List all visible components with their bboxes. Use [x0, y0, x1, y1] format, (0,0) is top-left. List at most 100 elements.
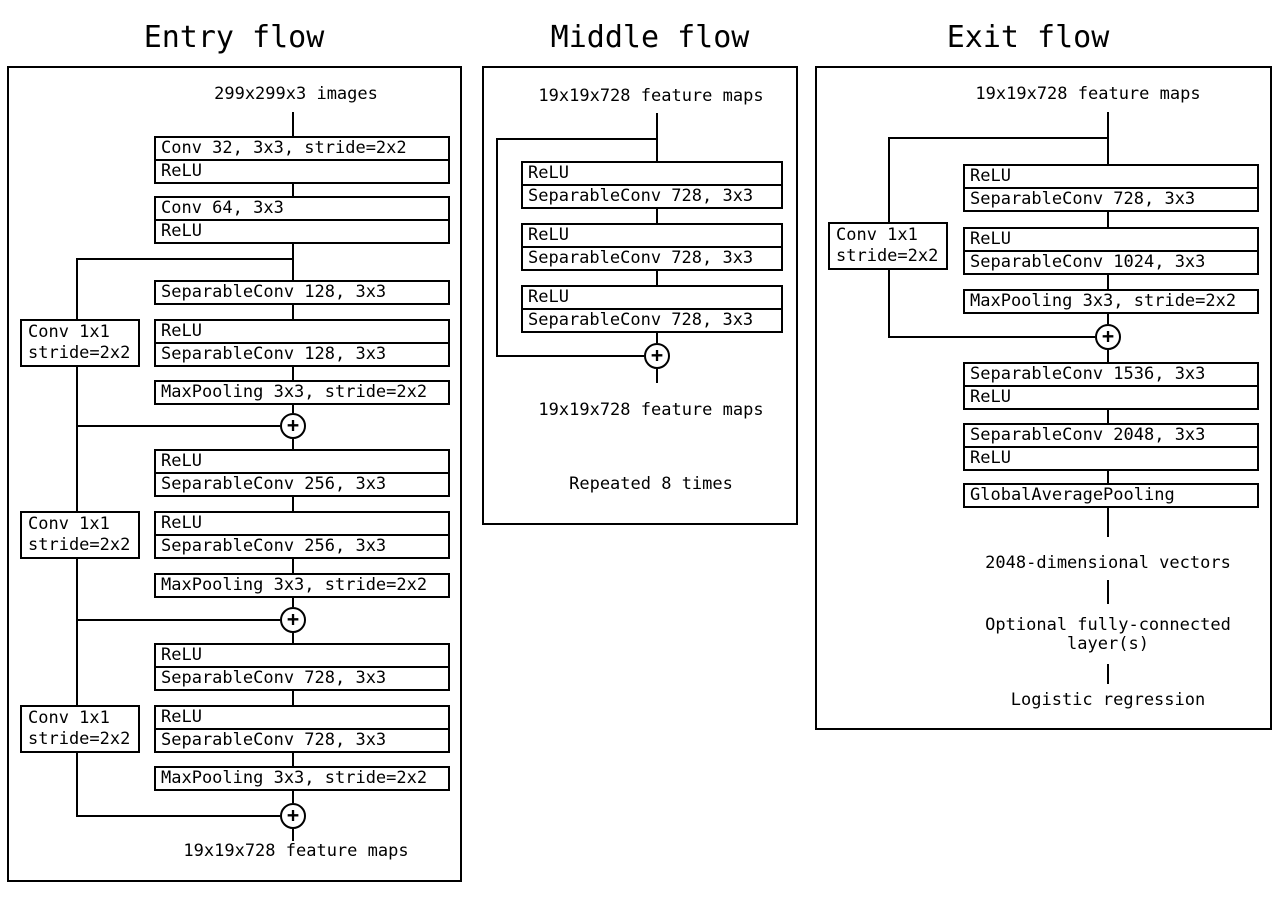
middle-repeat-note: Repeated 8 times	[569, 474, 733, 494]
skip-conv-box: Conv 1x1 stride=2x2	[20, 319, 140, 367]
skip-merge-line	[889, 336, 1095, 338]
skip-conv-box: Conv 1x1 stride=2x2	[20, 511, 140, 559]
skip-branch-line	[497, 138, 657, 140]
layer-box: MaxPooling 3x3, stride=2x2	[154, 573, 450, 598]
layer-row: ReLU	[528, 225, 569, 245]
connector-line	[1107, 664, 1109, 684]
add-icon: +	[280, 803, 306, 829]
skip-rail-line	[888, 137, 890, 222]
connector-line	[656, 271, 658, 285]
skip-rail-line	[76, 559, 78, 705]
entry-flow-title: Entry flow	[143, 20, 325, 55]
connector-line	[292, 633, 294, 643]
layer-row: ReLU	[161, 645, 202, 665]
connector-line	[292, 829, 294, 841]
layer-row: SeparableConv 2048, 3x3	[970, 425, 1206, 445]
add-icon: +	[1095, 324, 1121, 350]
layer-box: ReLU SeparableConv 728, 3x3	[963, 164, 1259, 212]
connector-line	[1107, 212, 1109, 227]
layer-box: ReLU SeparableConv 256, 3x3	[154, 449, 450, 497]
layer-row: GlobalAveragePooling	[970, 485, 1175, 505]
layer-row: SeparableConv 728, 3x3	[523, 184, 781, 207]
layer-row: MaxPooling 3x3, stride=2x2	[970, 291, 1237, 311]
layer-row: ReLU	[161, 513, 202, 533]
connector-line	[656, 369, 658, 383]
layer-row: SeparableConv 728, 3x3	[156, 728, 448, 751]
layer-box: MaxPooling 3x3, stride=2x2	[154, 380, 450, 405]
layer-box: SeparableConv 128, 3x3	[154, 280, 450, 305]
skip-conv-box: Conv 1x1 stride=2x2	[20, 705, 140, 753]
layer-row: Conv 64, 3x3	[161, 198, 284, 218]
skip-merge-line	[77, 619, 280, 621]
layer-box: ReLU SeparableConv 728, 3x3	[154, 705, 450, 753]
connector-line	[292, 559, 294, 573]
layer-row: SeparableConv 728, 3x3	[523, 308, 781, 331]
entry-input-label: 299x299x3 images	[214, 84, 378, 104]
layer-box: ReLU SeparableConv 728, 3x3	[521, 223, 783, 271]
layer-box: SeparableConv 2048, 3x3 ReLU	[963, 423, 1259, 471]
connector-line	[656, 113, 658, 161]
layer-box: MaxPooling 3x3, stride=2x2	[963, 289, 1259, 314]
layer-box: MaxPooling 3x3, stride=2x2	[154, 766, 450, 791]
skip-merge-line	[497, 355, 644, 357]
connector-line	[292, 691, 294, 705]
skip-conv-label: Conv 1x1	[28, 514, 110, 534]
middle-output-label: 19x19x728 feature maps	[538, 400, 764, 420]
skip-rail-line	[76, 753, 78, 817]
connector-line	[1107, 112, 1109, 164]
connector-line	[292, 598, 294, 607]
skip-conv-label: stride=2x2	[28, 729, 131, 749]
layer-box: ReLU SeparableConv 128, 3x3	[154, 319, 450, 367]
connector-line	[292, 497, 294, 511]
connector-line	[292, 753, 294, 766]
connector-line	[292, 367, 294, 380]
exit-flow-title: Exit flow	[946, 20, 1110, 55]
connector-line	[292, 112, 294, 136]
connector-line	[656, 333, 658, 343]
skip-branch-line	[889, 137, 1108, 139]
connector-line	[1107, 410, 1109, 423]
entry-output-label: 19x19x728 feature maps	[183, 841, 409, 861]
layer-row: ReLU	[528, 163, 569, 183]
layer-row: MaxPooling 3x3, stride=2x2	[161, 382, 428, 402]
layer-box: Conv 32, 3x3, stride=2x2 ReLU	[154, 136, 450, 184]
layer-row: Conv 32, 3x3, stride=2x2	[161, 138, 407, 158]
layer-row: ReLU	[965, 385, 1257, 408]
layer-row: ReLU	[970, 229, 1011, 249]
layer-row: SeparableConv 728, 3x3	[156, 666, 448, 689]
skip-conv-label: Conv 1x1	[28, 322, 110, 342]
exit-logreg-label: Logistic regression	[1010, 690, 1206, 710]
layer-row: ReLU	[161, 707, 202, 727]
layer-row: SeparableConv 256, 3x3	[156, 472, 448, 495]
layer-box: ReLU SeparableConv 728, 3x3	[521, 161, 783, 209]
exit-fc-label: Optional fully-connected layer(s)	[985, 615, 1231, 654]
connector-line	[292, 405, 294, 413]
skip-conv-label: stride=2x2	[28, 535, 131, 555]
connector-line	[1107, 314, 1109, 324]
layer-box: SeparableConv 1536, 3x3 ReLU	[963, 362, 1259, 410]
connector-line	[292, 439, 294, 449]
layer-box: ReLU SeparableConv 728, 3x3	[154, 643, 450, 691]
layer-box: ReLU SeparableConv 256, 3x3	[154, 511, 450, 559]
layer-row: ReLU	[528, 287, 569, 307]
skip-merge-line	[77, 425, 280, 427]
layer-row: SeparableConv 1024, 3x3	[965, 250, 1257, 273]
layer-row: MaxPooling 3x3, stride=2x2	[161, 768, 428, 788]
connector-line	[656, 209, 658, 223]
layer-row: SeparableConv 128, 3x3	[161, 282, 387, 302]
connector-line	[1107, 275, 1109, 289]
skip-conv-box: Conv 1x1 stride=2x2	[828, 222, 948, 270]
layer-box: GlobalAveragePooling	[963, 483, 1259, 508]
connector-line	[1107, 580, 1109, 604]
layer-row: SeparableConv 128, 3x3	[156, 342, 448, 365]
skip-rail-line	[76, 258, 78, 319]
skip-conv-label: stride=2x2	[28, 343, 131, 363]
add-icon: +	[280, 607, 306, 633]
layer-row: SeparableConv 1536, 3x3	[970, 364, 1206, 384]
connector-line	[1107, 508, 1109, 537]
layer-row: ReLU	[156, 159, 448, 182]
layer-row: ReLU	[965, 446, 1257, 469]
connector-line	[292, 184, 294, 196]
layer-row: ReLU	[161, 451, 202, 471]
